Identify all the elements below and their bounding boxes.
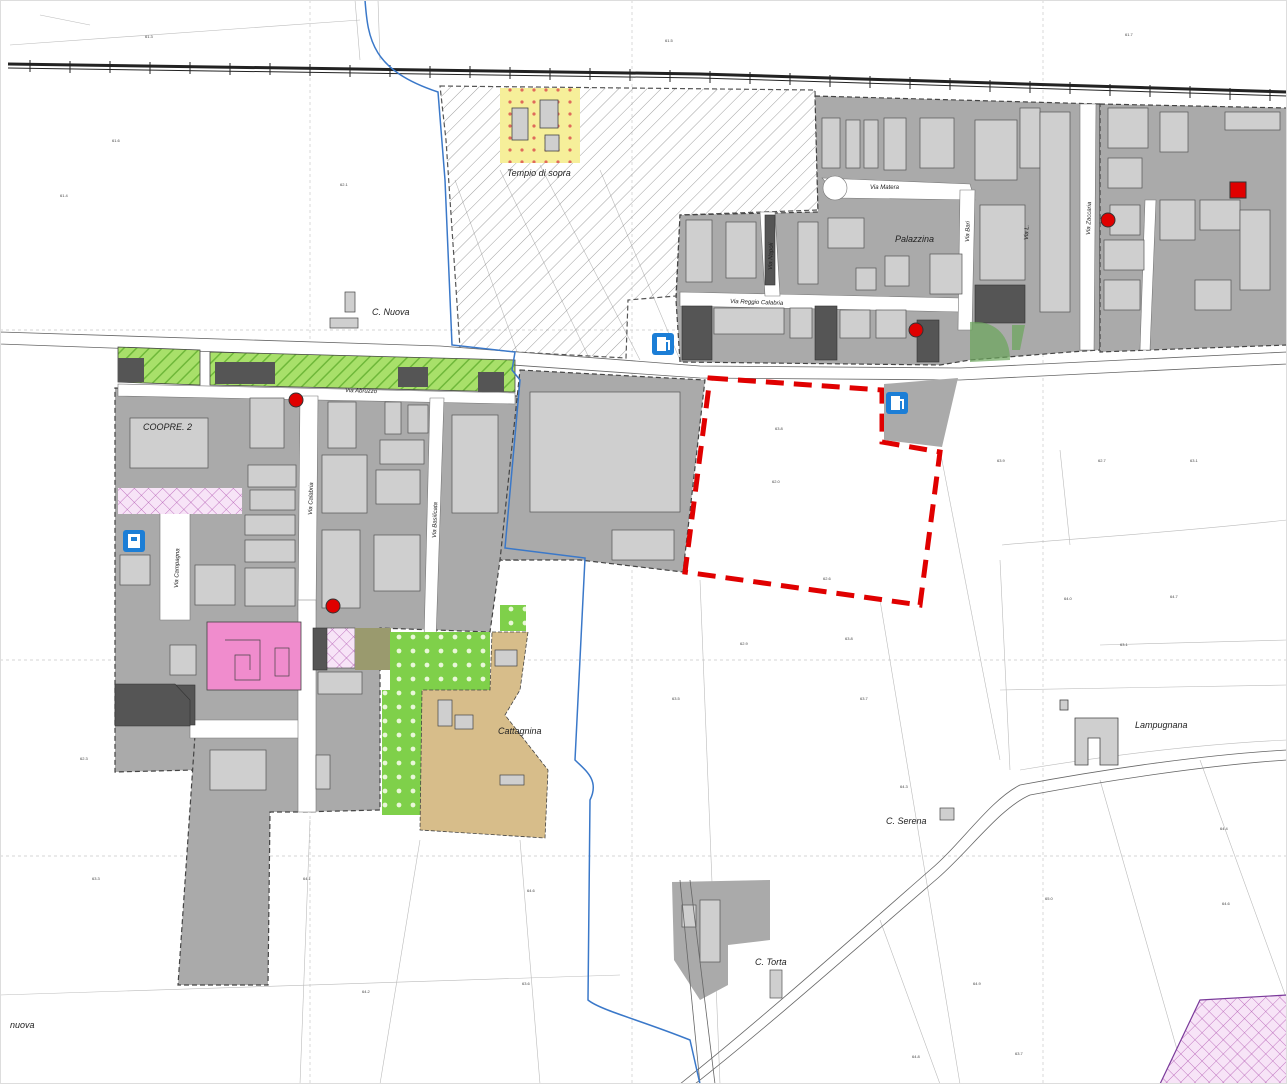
elevation-label: 64.6 [1222, 901, 1231, 906]
ne-dark-buildings [681, 214, 1026, 363]
elevation-label: 62.6 [823, 576, 832, 581]
west-buildings [119, 391, 681, 791]
label-cattagnina: Cattagnina [498, 726, 542, 736]
tempio-buildings [511, 99, 560, 152]
purple-hatched-area-1 [118, 488, 242, 514]
elevation-label: 64.3 [900, 784, 909, 789]
street-via-calabria: Via Calabria [308, 482, 315, 515]
ne-green-patch [970, 321, 1010, 362]
elevation-labels: 61.3 61.5 61.6 61.4 61.7 62.1 63.8 62.0 … [60, 32, 1231, 1059]
ne-green-patch-2 [1012, 325, 1025, 350]
street-via-abruzzo: Via Abruzzo [345, 388, 378, 395]
west-dark-buildings [114, 627, 328, 727]
elevation-label: 63.8 [845, 636, 854, 641]
label-coopre: COOPRE. 2 [143, 422, 192, 432]
label-c-torta: C. Torta [755, 957, 787, 967]
street-via-zaccaria: Via Zaccaria [1086, 201, 1093, 235]
elevation-label: 63.6 [522, 981, 531, 986]
label-palazzina: Palazzina [895, 234, 934, 244]
elevation-label: 64.0 [1064, 596, 1073, 601]
cattagnina-tan-area [419, 631, 549, 839]
ne-buildings [685, 107, 1281, 339]
pink-zone [206, 621, 302, 691]
elevation-label: 61.5 [665, 38, 674, 43]
elevation-label: 61.4 [60, 193, 69, 198]
red-dot-marker [1100, 212, 1116, 228]
green-dotted-area-1 [390, 632, 490, 690]
cattagnina-buildings [437, 649, 525, 786]
serena-building [939, 807, 955, 821]
street-via-bari: Via Bari [965, 220, 972, 242]
pink-zone-building [225, 639, 290, 681]
elevation-label: 62.9 [740, 641, 749, 646]
red-square-marker [1229, 181, 1247, 199]
street-via-napoli: Via Napoli [768, 242, 775, 270]
elevation-label: 63.1 [1120, 642, 1129, 647]
elevation-label: 63.1 [1190, 458, 1199, 463]
elevation-label: 62.1 [340, 182, 349, 187]
elevation-label: 63.7 [860, 696, 869, 701]
street-via-l: Via L. [1024, 225, 1031, 240]
elevation-label: 61.6 [112, 138, 121, 143]
elevation-label: 62.7 [1098, 458, 1107, 463]
label-c-serena: C. Serena [886, 816, 927, 826]
railway [7, 60, 1287, 101]
elevation-label: 64.6 [527, 888, 536, 893]
fuel-station-icon [652, 333, 674, 355]
torta-industrial-area [672, 880, 770, 1000]
elevation-label: 63.7 [1015, 1051, 1024, 1056]
nuova-buildings [329, 291, 359, 329]
elevation-label: 61.7 [1125, 32, 1134, 37]
torta-buildings [681, 899, 783, 999]
green-dotted-area-3 [500, 605, 526, 631]
elevation-label: 62.3 [80, 756, 89, 761]
lampugnana-buildings [1059, 699, 1119, 766]
elevation-label: 61.3 [145, 34, 154, 39]
project-boundary [682, 375, 943, 608]
red-dot-marker [288, 392, 304, 408]
elevation-label: 63.8 [775, 426, 784, 431]
red-dot-marker [325, 598, 341, 614]
street-via-matera: Via Matera [870, 185, 900, 191]
green-strip-via-abruzzo [117, 346, 516, 393]
elevation-label: 63.5 [672, 696, 681, 701]
elevation-label: 65.0 [1045, 896, 1054, 901]
elevation-label: 64.9 [973, 981, 982, 986]
street-via-campagna: Via Campagna [174, 548, 181, 588]
parking-icon [123, 530, 145, 552]
purple-hatched-area-2 [326, 627, 356, 669]
elevation-label: 64.4 [1220, 826, 1229, 831]
label-tempio: Tempio di sopra [507, 168, 571, 178]
purple-hatched-area-3 [1159, 994, 1287, 1084]
elevation-label: 62.0 [772, 479, 781, 484]
street-via-reggio: Via Reggio Calabria [730, 299, 784, 307]
elevation-label: 64.7 [1170, 594, 1179, 599]
street-via-basilicata: Via Basilicata [432, 501, 439, 538]
red-dot-markers [288, 212, 1116, 614]
label-c-nuova: C. Nuova [372, 307, 410, 317]
west-streets [117, 383, 516, 813]
river [364, 0, 701, 1084]
elevation-label: 64.1 [303, 876, 312, 881]
elevation-label: 63.3 [92, 876, 101, 881]
elevation-label: 63.9 [997, 458, 1006, 463]
elevation-label: 64.8 [912, 1054, 921, 1059]
green-dotted-area-2 [382, 690, 422, 815]
olive-zone [355, 628, 391, 670]
south-roads [679, 749, 1287, 1084]
red-dot-marker [908, 322, 924, 338]
label-lampugnana: Lampugnana [1135, 720, 1188, 730]
fuel-station-icon [886, 392, 908, 414]
elevation-label: 64.2 [362, 989, 371, 994]
label-nuova-edge: nuova [10, 1020, 35, 1030]
